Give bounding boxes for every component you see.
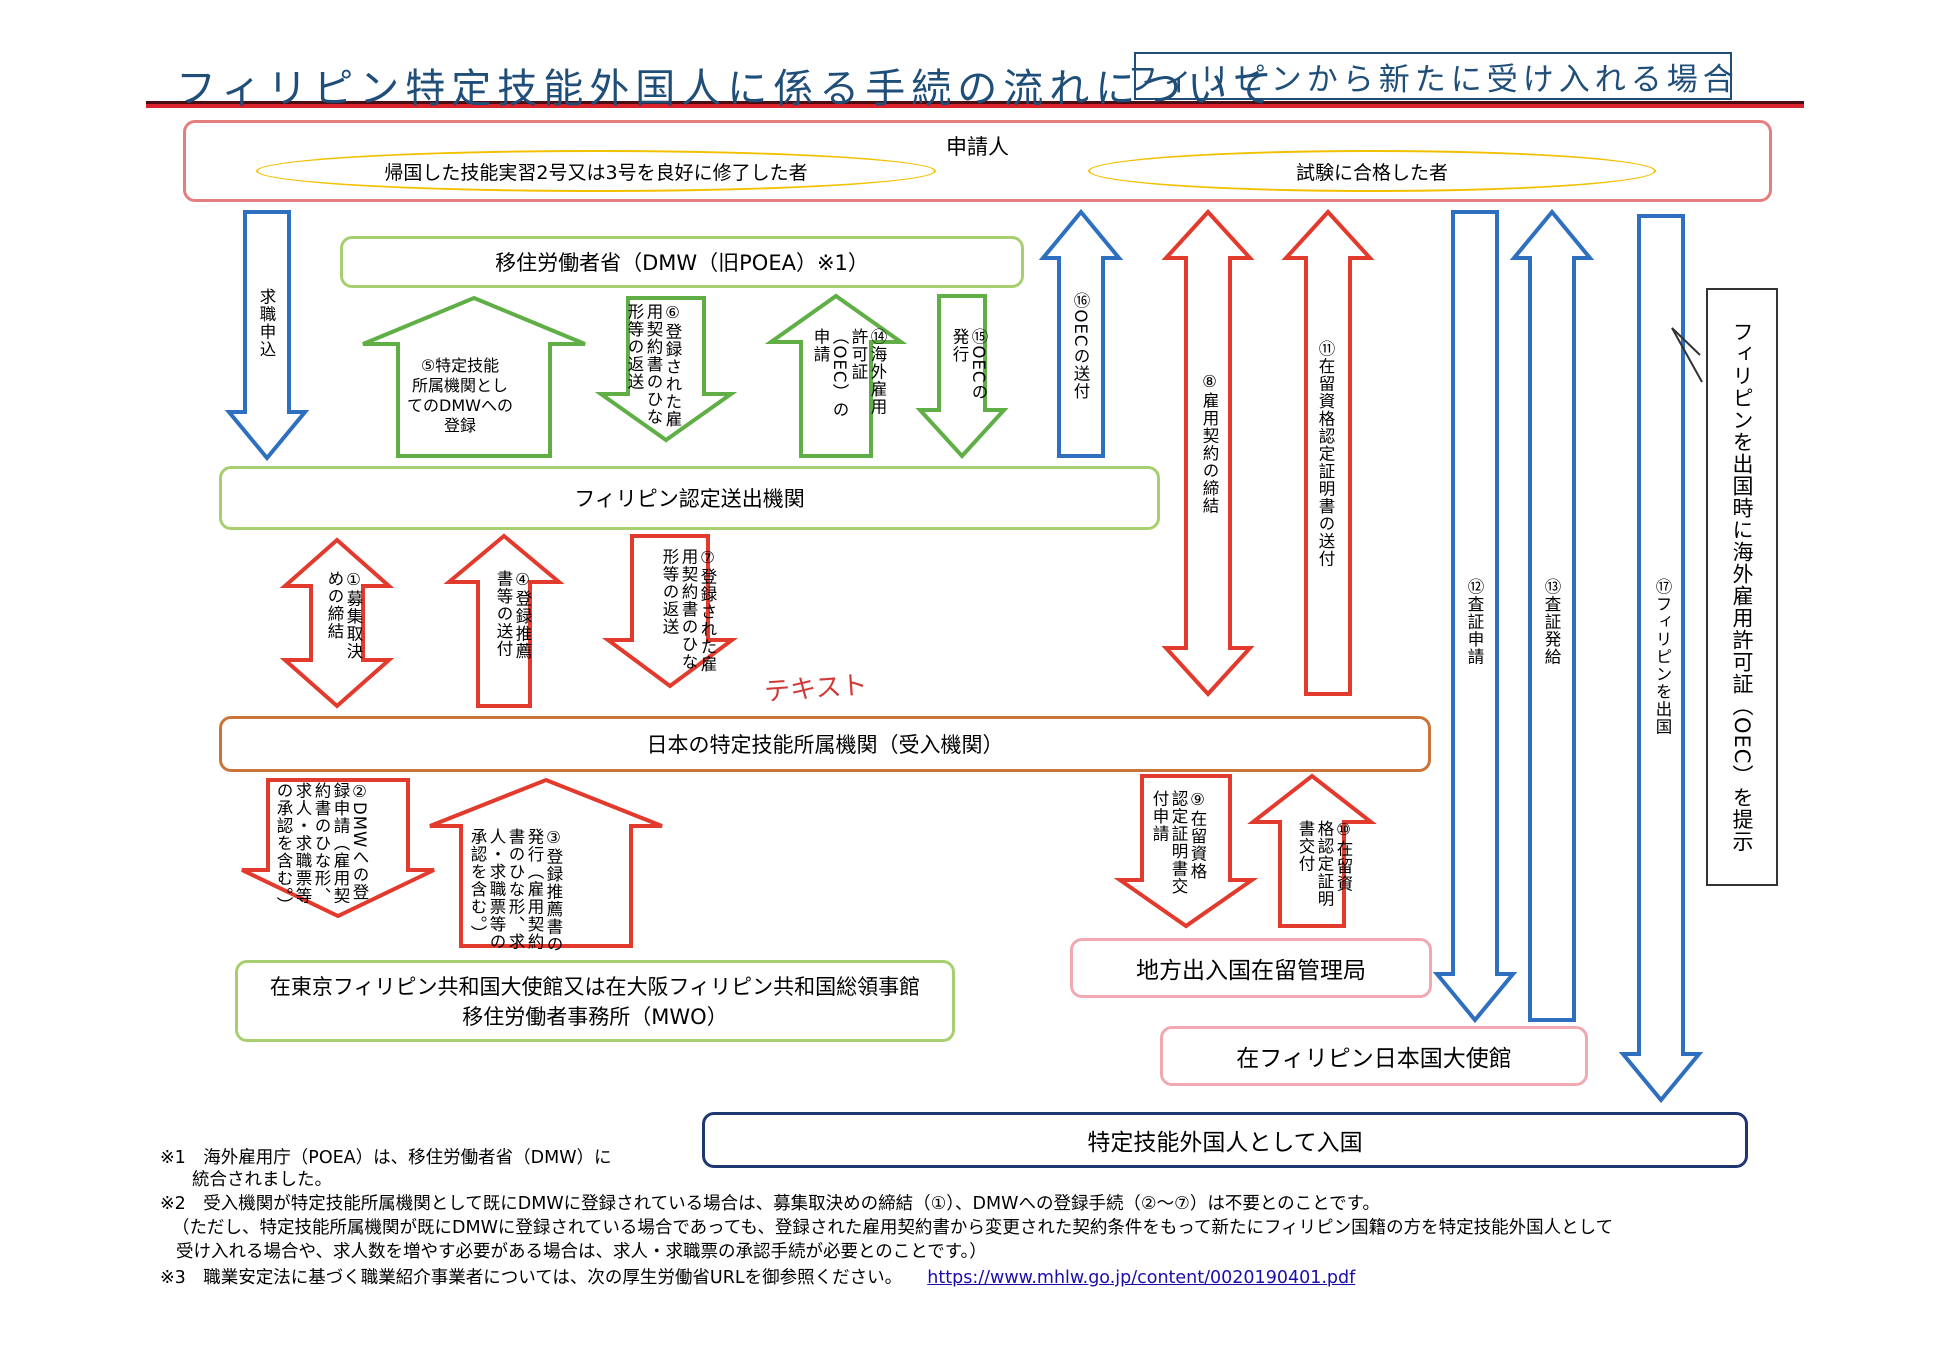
arrow-step1 bbox=[279, 537, 395, 709]
mhlw-url-link[interactable]: https://www.mhlw.go.jp/content/002019040… bbox=[927, 1268, 1356, 1288]
label-step13: ⑬査証発給 bbox=[1542, 578, 1561, 666]
oec-callout-tail bbox=[1671, 327, 1703, 383]
page-subtitle-box: フィリピンから新たに受け入れる場合 bbox=[1127, 52, 1734, 100]
entry-box: 特定技能外国人として入国 bbox=[702, 1112, 1748, 1168]
philippine-embassy-box: 在東京フィリピン共和国大使館又は在大阪フィリピン共和国総領事館 移住労働者事務所… bbox=[235, 960, 955, 1042]
label-step5: ⑤特定技能 所属機関とし てのDMWへの 登録 bbox=[407, 356, 513, 435]
label-step8: ⑧雇用契約の締結 bbox=[1200, 372, 1219, 515]
dmw-box: 移住労働者省（DMW（旧POEA）※1） bbox=[340, 236, 1024, 288]
footnote-2a: ※2 受入機関が特定技能所属機関として既にDMWに登録されている場合は、募集取決… bbox=[160, 1194, 1380, 1214]
label-step1: ①募集取決めの締結 bbox=[325, 570, 363, 660]
footnote-2c: 受け入れる場合や、求人数を増やす必要がある場合は、求人・求職票の承認手続が必要と… bbox=[176, 1242, 987, 1262]
arrow-step17 bbox=[1618, 214, 1704, 1104]
arrow-step10 bbox=[1247, 773, 1377, 928]
arrow-step12 bbox=[1432, 210, 1518, 1024]
japan-embassy-box: 在フィリピン日本国大使館 bbox=[1160, 1026, 1588, 1086]
arrow-step14 bbox=[764, 293, 908, 458]
arrow-step5 bbox=[362, 295, 586, 458]
label-step11: ⑪在留資格認定証明書の送付 bbox=[1316, 340, 1335, 568]
philippine-embassy-line1: 在東京フィリピン共和国大使館又は在大阪フィリピン共和国総領事館 bbox=[269, 975, 921, 999]
label-step9: ⑨在留資格認定証明書交付申請 bbox=[1150, 790, 1207, 895]
arrow-step11 bbox=[1281, 209, 1375, 696]
immigration-bureau-box: 地方出入国在留管理局 bbox=[1070, 938, 1432, 998]
footnote-3: ※3 職業安定法に基づく職業紹介事業者については、次の厚生労働省URLを御参照く… bbox=[160, 1264, 1355, 1289]
sending-agency-box: フィリピン認定送出機関 bbox=[219, 466, 1160, 530]
arrow-step4 bbox=[443, 533, 565, 708]
oec-callout-text: フィリピンを出国時に海外雇用許可証（OEC）を提示 bbox=[1730, 321, 1754, 853]
receiving-organization-box: 日本の特定技能所属機関（受入機関） bbox=[219, 716, 1431, 772]
arrow-step9 bbox=[1113, 774, 1259, 929]
applicant-label: 申請人 bbox=[946, 135, 1009, 159]
label-step2: ②DMWへの登録申請（雇用契約書のひな形、求人・求職票等の承認を含む。） bbox=[274, 782, 369, 914]
arrow-step15 bbox=[915, 294, 1009, 459]
arrow-step8 bbox=[1161, 209, 1255, 697]
label-job-application: 求職申込 bbox=[257, 288, 276, 358]
arrow-step16 bbox=[1038, 208, 1124, 458]
label-step10: ⑩在留資格認定証明書交付 bbox=[1296, 820, 1353, 908]
label-step6: ⑥登録された雇用契約書のひな形等の返送 bbox=[625, 303, 682, 428]
label-step4: ④登録推薦書等の送付 bbox=[494, 570, 532, 660]
label-step16: ⑯OECの送付 bbox=[1071, 292, 1090, 400]
label-step14: ⑭海外雇用許可証（OEC）の申請 bbox=[811, 328, 887, 419]
page-title: フィリピン特定技能外国人に係る手続の流れについて bbox=[176, 66, 1278, 112]
label-step15: ⑮OECの発行 bbox=[950, 328, 988, 401]
footnote-2b: （ただし、特定技能所属機関が既にDMWに登録されている場合であっても、登録された… bbox=[172, 1218, 1614, 1238]
label-step3: ③登録推薦書の発行（雇用契約書のひな形、求人・求職票等の承認を含む。） bbox=[468, 828, 563, 953]
arrow-step3 bbox=[429, 777, 663, 948]
label-step7: ⑦登録された雇用契約書のひな形等の返送 bbox=[660, 548, 717, 673]
arrow-step6 bbox=[594, 296, 738, 443]
applicant-tech-intern-ellipse: 帰国した技能実習2号又は3号を良好に修了した者 bbox=[256, 150, 936, 192]
arrow-job-application bbox=[224, 210, 310, 462]
footnote-3-text: ※3 職業安定法に基づく職業紹介事業者については、次の厚生労働省URLを御参照く… bbox=[160, 1268, 903, 1288]
footnote-1b: 統合されました。 bbox=[192, 1170, 332, 1190]
label-step12: ⑫査証申請 bbox=[1465, 578, 1484, 666]
title-underline-dark bbox=[146, 101, 1804, 104]
applicant-exam-ellipse: 試験に合格した者 bbox=[1088, 150, 1656, 192]
label-step17: ⑰フィリピンを出国 bbox=[1653, 578, 1672, 736]
footnote-1a: ※1 海外雇用庁（POEA）は、移住労働者省（DMW）に bbox=[160, 1148, 612, 1168]
title-underline-red bbox=[146, 104, 1804, 108]
arrow-step13 bbox=[1509, 208, 1595, 1022]
oec-callout-box: フィリピンを出国時に海外雇用許可証（OEC）を提示 bbox=[1706, 288, 1778, 886]
arrow-step7 bbox=[601, 534, 739, 689]
arrow-step2 bbox=[241, 778, 435, 919]
handwritten-note: テキスト bbox=[763, 670, 869, 708]
philippine-embassy-line2: 移住労働者事務所（MWO） bbox=[462, 1005, 728, 1029]
